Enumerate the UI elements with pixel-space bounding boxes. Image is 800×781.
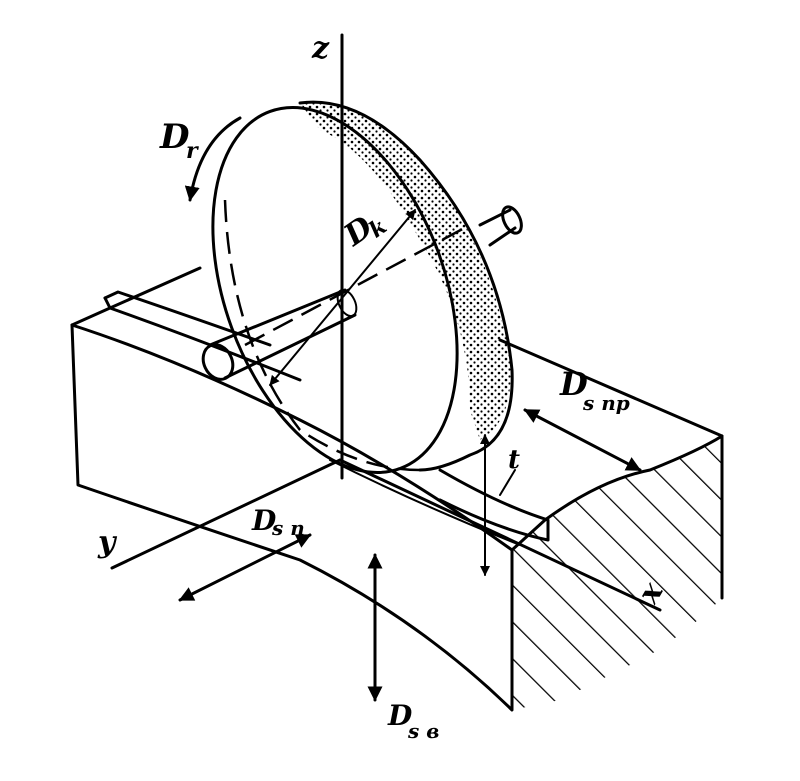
transverse-feed-label: D s п [251, 504, 305, 540]
guide-groove-right [438, 468, 550, 542]
longitudinal-feed-label: D s пр [559, 365, 630, 415]
svg-text:s пр: s пр [582, 391, 630, 415]
axes [110, 33, 662, 612]
guide-rail-front [103, 296, 302, 382]
svg-text:D: D [159, 117, 190, 157]
wheel-rim-abrasive [300, 102, 511, 440]
wheel-hidden-edge [223, 199, 421, 472]
wheel-outer-edge [298, 100, 514, 472]
cross-section-outline [510, 434, 724, 600]
spindle-end-back [501, 205, 523, 235]
svg-text:D: D [387, 699, 413, 732]
svg-text:r: r [186, 138, 199, 164]
depth-label: t [508, 445, 520, 475]
top-edge-back [498, 338, 724, 438]
cross-section-hatch [512, 436, 722, 710]
spindle-end [201, 343, 235, 381]
main-rotation-label: D r [159, 117, 199, 164]
y-axis-line [110, 458, 342, 570]
svg-text:D: D [559, 365, 588, 403]
guide-groove-line [329, 459, 521, 546]
svg-text:D: D [251, 504, 277, 537]
wheel-rotation-arrow [184, 116, 242, 202]
grinding-wheel [184, 100, 523, 474]
y-axis-label: y [97, 525, 118, 560]
x-axis-line [338, 458, 662, 612]
longitudinal-feed-arrow [523, 408, 642, 472]
guide-rail-back [103, 290, 272, 347]
transverse-feed-arrow [178, 533, 312, 602]
depth-leader [499, 469, 516, 496]
vertical-feed-label: D s в [387, 699, 439, 743]
workpiece-block [70, 266, 724, 712]
svg-text:s в: s в [407, 719, 439, 743]
svg-text:s п: s п [271, 516, 305, 540]
z-axis-label: z [311, 31, 330, 66]
